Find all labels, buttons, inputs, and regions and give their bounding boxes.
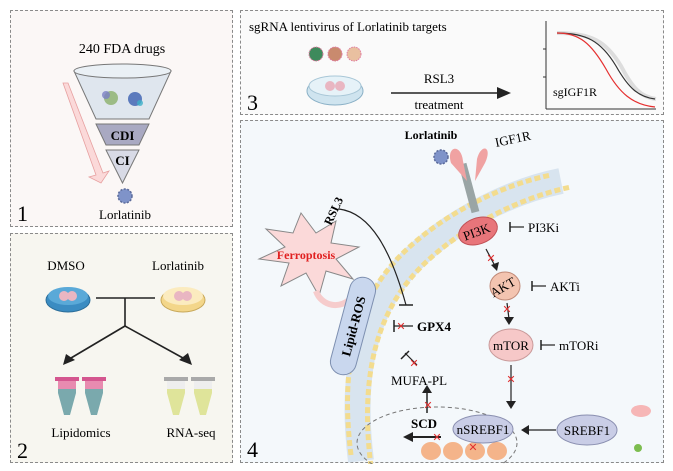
block-x-icon: ✕ xyxy=(423,400,432,412)
lorlatinib-dish-icon xyxy=(160,287,206,313)
nsrebf1-label: nSREBF1 xyxy=(457,422,510,437)
arrow-to-lipidomics-icon xyxy=(63,354,75,365)
treatment-label: treatment xyxy=(414,97,463,112)
gpx4-label: GPX4 xyxy=(417,319,451,334)
rnaseq-tubes-icon xyxy=(164,377,215,415)
lipidomics-label: Lipidomics xyxy=(51,425,110,440)
mufa-pl-label: MUFA-PL xyxy=(391,373,447,388)
mtor-label: mTOR xyxy=(493,338,529,353)
panel-mechanism: Lorlatinib IGF1R Ferroptosis RSL3 Lipid-… xyxy=(240,120,664,464)
panel-number: 3 xyxy=(247,90,258,115)
igf1r-receptor-icon xyxy=(449,148,488,214)
srebf1-domain-icon xyxy=(634,444,642,452)
sgigf1r-curve xyxy=(556,32,656,108)
funnel-level-cdi xyxy=(95,123,150,146)
panel-omics: DMSO Lorlatinib xyxy=(10,233,233,463)
lentivirus-particles-icon xyxy=(308,46,362,62)
omics-diagram: DMSO Lorlatinib xyxy=(17,258,216,463)
mechanism-diagram: Lorlatinib IGF1R Ferroptosis RSL3 Lipid-… xyxy=(247,128,651,464)
rsl3-inhibition-line xyxy=(338,208,407,306)
ferroptosis-label: Ferroptosis xyxy=(277,248,336,262)
merge-connector xyxy=(70,297,184,359)
panel-number: 4 xyxy=(247,437,258,462)
dmso-dish-icon xyxy=(45,287,91,313)
mtor-protein xyxy=(488,328,534,362)
arrow-head-icon xyxy=(497,87,511,99)
block-x-icon: ✕ xyxy=(409,358,418,370)
viability-plot: sgIGF1R xyxy=(543,21,657,110)
sgrna-title: sgRNA lentivirus of Lorlatinib targets xyxy=(249,19,447,34)
srebf1-protein xyxy=(556,414,618,446)
cdi-label: CDI xyxy=(111,128,135,143)
nsrebf1-protein xyxy=(452,414,514,444)
crispr-diagram: sgRNA lentivirus of Lorlatinib targets R… xyxy=(247,19,657,115)
scd-label: SCD xyxy=(411,416,437,431)
drug-library-title: 240 FDA drugs xyxy=(79,42,165,57)
control-curve-band xyxy=(556,31,657,101)
srebf1-domain-icon xyxy=(631,405,651,417)
lorlatinib-molecule-icon xyxy=(433,149,449,165)
block-x-icon: ✕ xyxy=(468,442,477,454)
rnaseq-label: RNA-seq xyxy=(166,425,216,440)
sgigf1r-label: sgIGF1R xyxy=(553,85,597,99)
arrow-to-rnaseq-icon xyxy=(179,353,192,365)
rsl3-label: RSL3 xyxy=(321,195,346,228)
funnel-diagram: 240 FDA drugs CDI CI Lorlatinib 1 xyxy=(17,42,172,226)
panel-crispr-screen: sgRNA lentivirus of Lorlatinib targets R… xyxy=(240,10,664,115)
lorlatinib-molecule-icon xyxy=(117,188,133,204)
akti-label: AKTi xyxy=(550,279,580,294)
block-x-icon: ✕ xyxy=(502,304,511,316)
lorlatinib-label: Lorlatinib xyxy=(405,128,458,142)
block-x-icon: ✕ xyxy=(486,253,495,265)
mtori-label: mTORi xyxy=(559,338,599,353)
cell-membrane xyxy=(344,168,572,464)
srebf1-label: SREBF1 xyxy=(564,423,610,438)
panel-number: 1 xyxy=(17,201,28,226)
block-x-icon: ✕ xyxy=(506,374,515,386)
protein-structure-icon xyxy=(102,91,143,106)
panel-drug-screen: 240 FDA drugs CDI CI Lorlatinib 1 xyxy=(10,10,233,227)
selected-drug-label: Lorlatinib xyxy=(99,207,151,222)
rsl3-label: RSL3 xyxy=(424,71,454,86)
chromatin-icon xyxy=(421,442,507,460)
igf1r-label: IGF1R xyxy=(494,128,533,150)
funnel: CDI CI xyxy=(73,63,172,185)
akt-protein xyxy=(489,271,521,301)
mufa-inhibition-line xyxy=(404,352,418,366)
block-x-icon: ✕ xyxy=(432,432,441,444)
lipidomics-tubes-icon xyxy=(55,377,106,415)
panel-number: 2 xyxy=(17,438,28,463)
pi3ki-label: PI3Ki xyxy=(528,220,559,235)
pi3k-protein xyxy=(458,216,498,246)
control-curve xyxy=(556,32,656,100)
selection-arrow-icon xyxy=(62,82,110,184)
dmso-label: DMSO xyxy=(47,258,85,273)
cell-dish-icon xyxy=(306,75,364,106)
nucleus-outline xyxy=(356,406,518,464)
lorlatinib-label: Lorlatinib xyxy=(152,258,204,273)
ci-label: CI xyxy=(115,153,129,168)
block-x-icon: ✕ xyxy=(396,321,405,333)
funnel-level-ci xyxy=(105,149,140,185)
